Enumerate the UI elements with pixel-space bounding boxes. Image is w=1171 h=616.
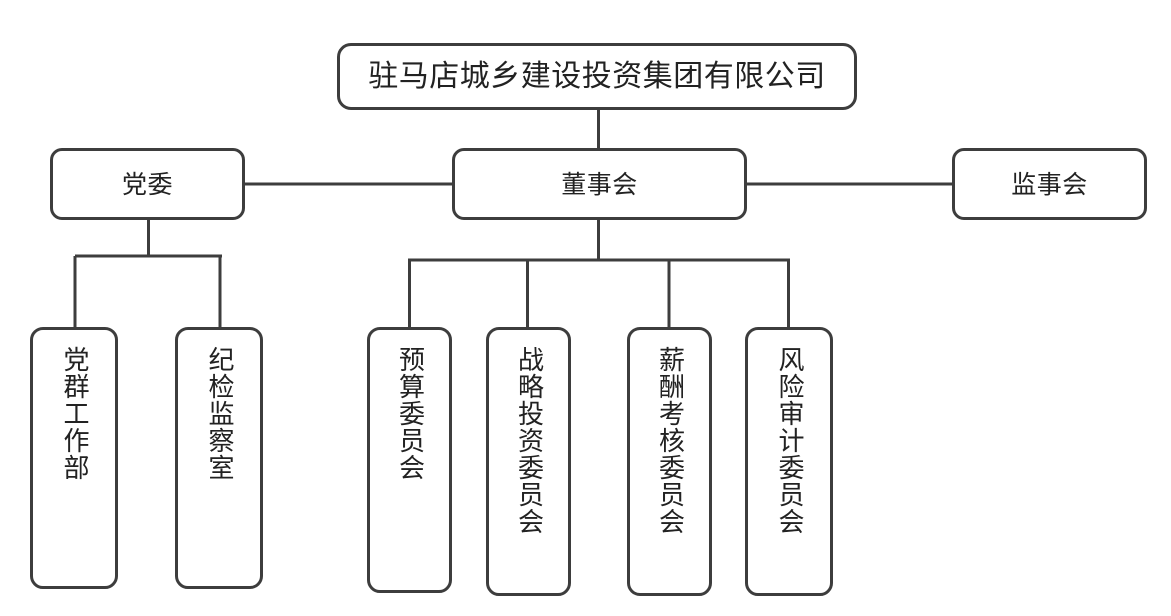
node-board-of-supervisors[interactable]: 监事会 bbox=[952, 148, 1147, 220]
node-budget-committee-label: 预算委员会 bbox=[394, 346, 425, 481]
node-compensation-appraisal-committee[interactable]: 薪酬考核委员会 bbox=[627, 327, 712, 596]
node-discipline-inspection-office-label: 纪检监察室 bbox=[204, 346, 235, 481]
node-strategic-investment-committee-label: 战略投资委员会 bbox=[513, 346, 544, 535]
node-root-company[interactable]: 驻马店城乡建设投资集团有限公司 bbox=[337, 43, 857, 110]
node-root-company-label: 驻马店城乡建设投资集团有限公司 bbox=[368, 58, 826, 94]
node-strategic-investment-committee[interactable]: 战略投资委员会 bbox=[486, 327, 571, 596]
node-party-committee-label: 党委 bbox=[121, 169, 173, 199]
node-compensation-appraisal-committee-label: 薪酬考核委员会 bbox=[654, 346, 685, 535]
node-board-of-directors[interactable]: 董事会 bbox=[452, 148, 747, 220]
node-discipline-inspection-office[interactable]: 纪检监察室 bbox=[175, 327, 263, 589]
node-board-of-directors-label: 董事会 bbox=[561, 169, 638, 199]
node-board-of-supervisors-label: 监事会 bbox=[1011, 169, 1088, 199]
node-party-affairs-department[interactable]: 党群工作部 bbox=[30, 327, 118, 589]
node-party-affairs-department-label: 党群工作部 bbox=[59, 346, 90, 481]
node-risk-audit-committee-label: 风险审计委员会 bbox=[774, 346, 805, 535]
node-party-committee[interactable]: 党委 bbox=[50, 148, 245, 220]
node-budget-committee[interactable]: 预算委员会 bbox=[367, 327, 452, 593]
node-risk-audit-committee[interactable]: 风险审计委员会 bbox=[745, 327, 833, 596]
